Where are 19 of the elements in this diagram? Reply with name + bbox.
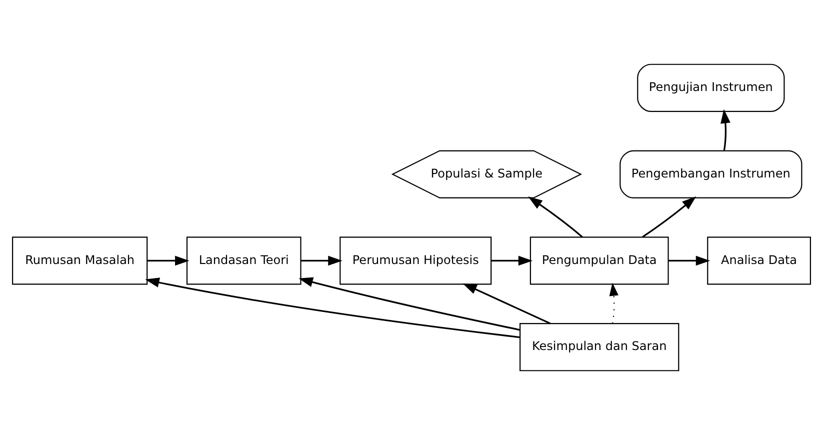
node-box: Pengembangan Instrumen <box>620 150 802 198</box>
node-box: Landasan Teori <box>186 236 302 284</box>
node-box: Kesimpulan dan Saran <box>520 322 680 371</box>
arrow <box>145 277 520 338</box>
arrow <box>642 196 696 238</box>
node-box: Analisa Data <box>707 236 811 284</box>
node-box: Pengujian Instrumen <box>637 63 785 112</box>
arrow <box>609 282 618 323</box>
arrow <box>528 196 583 238</box>
node-box: Perumusan Hipotesis <box>340 236 492 284</box>
arrow <box>720 108 730 150</box>
node-box: Pengumpulan Data <box>530 236 669 284</box>
arrow <box>491 255 533 266</box>
arrow <box>668 255 710 266</box>
arrow <box>298 276 520 330</box>
node-box: Rumusan Masalah <box>12 236 148 284</box>
arrow <box>147 255 190 266</box>
arrow <box>300 255 342 266</box>
arrow <box>462 282 551 324</box>
